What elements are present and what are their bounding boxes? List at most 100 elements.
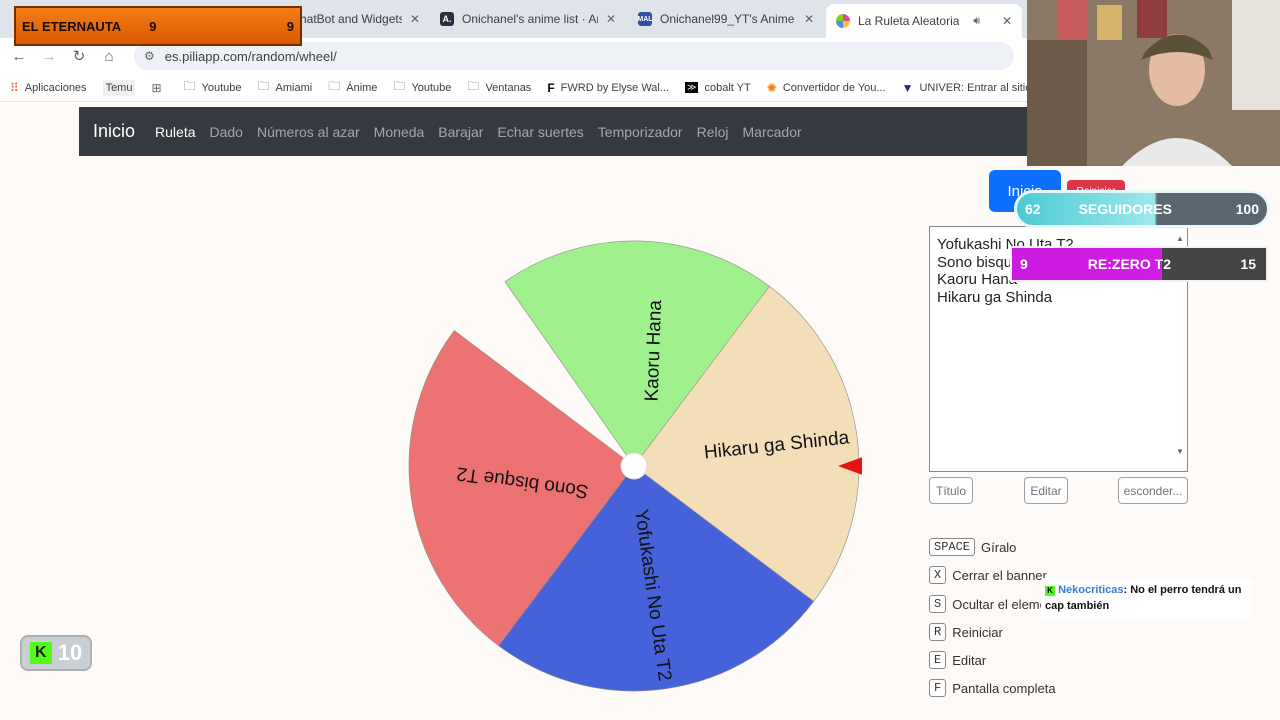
browser-tab[interactable]: MAL Onichanel99_YT's Anime List - M ✕ xyxy=(628,6,824,32)
overlay-title: RE:ZERO T2 xyxy=(1087,256,1172,272)
nav-marcador[interactable]: Marcador xyxy=(742,123,802,140)
followers-label: SEGUIDORES xyxy=(1078,201,1172,217)
wheel-hub[interactable] xyxy=(620,452,648,480)
site-info-icon[interactable]: ⚙︎ xyxy=(144,49,155,63)
wheel-segment xyxy=(408,330,635,647)
scroll-up-icon[interactable]: ▲ xyxy=(1176,234,1184,243)
folder-icon: 🗀 xyxy=(467,79,480,93)
kick-logo-icon: K xyxy=(1045,586,1055,596)
nav-barajar[interactable]: Barajar xyxy=(438,123,484,140)
bookmark-converter[interactable]: ✺Convertidor de You... xyxy=(767,81,886,95)
close-icon[interactable]: ✕ xyxy=(1001,14,1012,28)
webcam-feed xyxy=(1027,0,1280,166)
nav-dado[interactable]: Dado xyxy=(209,123,243,140)
shortcut-label: Cerrar el banner xyxy=(952,567,1047,583)
browser-tab[interactable]: hatBot and Widgets ✕ xyxy=(290,6,430,32)
close-icon[interactable]: ✕ xyxy=(409,12,420,26)
bookmark-folder-ventanas[interactable]: 🗀Ventanas xyxy=(467,77,531,98)
shortcut-label: Ocultar el elemento xyxy=(952,596,1065,612)
bookmark-apps[interactable]: ⠿ Aplicaciones xyxy=(10,81,87,95)
bookmark-folder-amiami[interactable]: 🗀Amiami xyxy=(258,77,313,98)
tab-title: hatBot and Widgets xyxy=(300,12,402,26)
overlay-total: 9 xyxy=(286,18,294,34)
nav-echar-suertes[interactable]: Echar suertes xyxy=(497,123,584,140)
overlay-current: 9 xyxy=(149,18,157,34)
bookmark-label: cobalt YT xyxy=(704,81,751,94)
shortcut-key: X xyxy=(929,566,947,584)
shortcut-key: E xyxy=(929,651,947,669)
bookmark-grid[interactable]: ⊞ xyxy=(151,81,167,95)
wheel-favicon-icon xyxy=(836,14,850,28)
chat-username: Nekocriticas xyxy=(1058,584,1124,596)
nav-temporizador[interactable]: Temporizador xyxy=(597,123,683,140)
shortcut-label: Pantalla completa xyxy=(952,680,1056,696)
shortcut-r: R Reiniciar xyxy=(929,622,1003,642)
cobalt-icon: ≫ xyxy=(685,82,699,93)
speaker-icon[interactable]: 🔊︎ xyxy=(973,14,981,27)
nav-moneda[interactable]: Moneda xyxy=(373,123,425,140)
nav-ruleta[interactable]: Ruleta xyxy=(155,123,196,140)
bookmark-label: Aplicaciones xyxy=(24,81,87,94)
apps-grid-icon: ⠿ xyxy=(10,80,19,95)
followers-goal-overlay: 62 SEGUIDORES 100 xyxy=(1014,190,1270,228)
overlay-title: EL ETERNAUTA xyxy=(22,18,122,34)
site-brand[interactable]: Inicio xyxy=(93,121,136,141)
title-button[interactable]: Título xyxy=(929,477,973,504)
shortcut-key: F xyxy=(929,679,947,697)
folder-icon: 🗀 xyxy=(257,79,270,93)
univer-icon: ▼ xyxy=(901,80,914,95)
shortcut-key: R xyxy=(929,623,947,641)
bookmark-univer[interactable]: ▼UNIVER: Entrar al sitio xyxy=(902,81,1032,95)
tab-title: La Ruleta Aleatoria xyxy=(858,14,960,28)
hide-button[interactable]: esconder... xyxy=(1118,477,1188,504)
followers-current: 62 xyxy=(1025,201,1041,217)
rezero-episode-overlay: 9 RE:ZERO T2 15 xyxy=(1010,246,1268,282)
anilist-favicon-icon: A. xyxy=(440,12,454,26)
bookmark-cobalt[interactable]: ≫ cobalt YT xyxy=(685,82,751,94)
forward-icon[interactable]: → xyxy=(41,47,57,65)
bookmark-label: Temu xyxy=(102,79,136,96)
shortcut-label: Editar xyxy=(952,652,987,668)
textarea-scrollbar[interactable]: ▲ ▼ xyxy=(1175,230,1185,468)
mal-favicon-icon: MAL xyxy=(637,12,653,26)
bookmark-folder-anime[interactable]: 🗀 Ánime xyxy=(328,77,377,98)
bookmark-folder-youtube-2[interactable]: 🗀Youtube xyxy=(393,77,451,98)
chat-message: : No el perro tendrá un cap también xyxy=(1045,584,1242,612)
home-icon[interactable]: ⌂ xyxy=(104,47,114,65)
edit-button[interactable]: Editar xyxy=(1024,477,1068,504)
bookmark-label: Youtube xyxy=(201,81,242,94)
close-icon[interactable]: ✕ xyxy=(803,12,814,26)
tab-title: Onichanel's anime list · AniList xyxy=(462,12,598,26)
followers-goal: 100 xyxy=(1235,201,1259,217)
bookmark-label: Convertidor de You... xyxy=(782,81,886,94)
close-icon[interactable]: ✕ xyxy=(605,12,616,26)
bookmark-label: Youtube xyxy=(411,81,452,94)
nav-numeros[interactable]: Números al azar xyxy=(256,123,360,140)
browser-tab[interactable]: A. Onichanel's anime list · AniList ✕ xyxy=(430,6,626,32)
scroll-down-icon[interactable]: ▼ xyxy=(1176,446,1184,456)
bookmark-label: FWRD by Elyse Wal... xyxy=(560,81,670,94)
chat-message-overlay: K Nekocriticas: No el perro tendrá un ca… xyxy=(1041,578,1253,618)
overlay-total: 15 xyxy=(1240,256,1256,272)
shortcut-label: Reiniciar xyxy=(952,624,1003,640)
kick-logo-icon: K xyxy=(29,642,52,664)
entry-line: Hikaru ga Shinda xyxy=(937,288,1053,306)
url-field[interactable]: ⚙︎ es.piliapp.com/random/wheel/ xyxy=(134,42,1014,70)
reload-icon[interactable]: ↻ xyxy=(72,48,86,65)
wheel-segment xyxy=(498,465,815,692)
back-icon[interactable]: ← xyxy=(11,47,27,65)
bookmark-temu[interactable]: Temu xyxy=(102,79,136,96)
entry-line: Kaoru Hana xyxy=(937,271,1018,288)
browser-tab-active[interactable]: La Ruleta Aleatoria 🔊︎ ✕ xyxy=(826,4,1022,38)
nav-reloj[interactable]: Reloj xyxy=(696,123,729,140)
wheel-segment-label: Kaoru Hana xyxy=(642,299,667,402)
grid-icon: ⊞ xyxy=(151,80,162,95)
folder-icon: 🗀 xyxy=(328,79,341,93)
shortcut-key: S xyxy=(929,595,947,613)
bookmark-folder-youtube[interactable]: 🗀Youtube xyxy=(184,77,242,98)
shortcut-f: F Pantalla completa xyxy=(929,678,1056,698)
bookmark-label: Ánime xyxy=(346,81,378,94)
